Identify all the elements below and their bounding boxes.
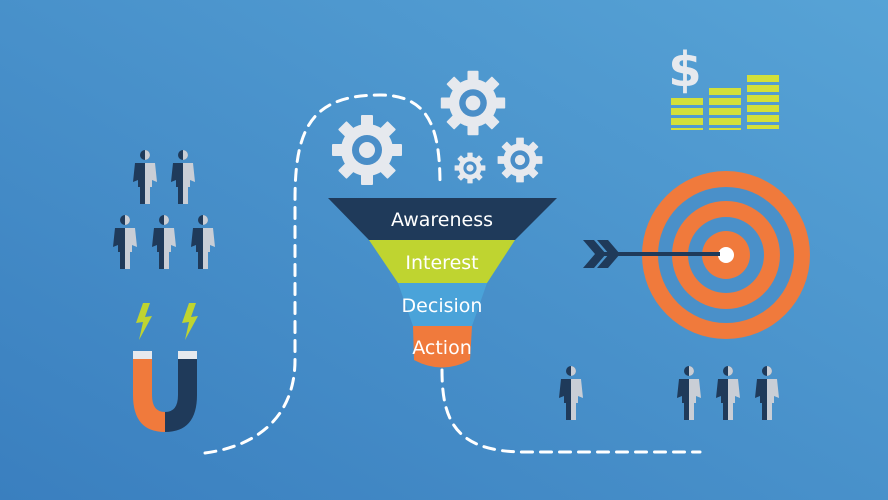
funnel-label-action: Action	[412, 337, 472, 359]
gear-icon	[497, 137, 543, 183]
funnel-stage-awareness	[328, 198, 557, 240]
gear-icon	[440, 70, 506, 136]
magnet-icon	[133, 351, 197, 432]
lightning-icon	[182, 303, 198, 340]
arrow-icon	[583, 240, 720, 268]
funnel-label-interest: Interest	[405, 252, 478, 274]
journey-path-end	[440, 368, 702, 454]
funnel-stage-decision	[398, 283, 487, 326]
gear-icon	[454, 152, 486, 184]
dollar-icon: $	[668, 42, 701, 98]
funnel-label-awareness: Awareness	[391, 209, 493, 231]
target-icon	[642, 171, 810, 339]
funnel-label-decision: Decision	[402, 295, 483, 317]
coin-stack-icon	[709, 88, 741, 130]
journey-path	[203, 93, 442, 455]
coin-stack-icon	[671, 98, 703, 130]
gear-icon	[332, 115, 402, 185]
lightning-icon	[136, 303, 152, 340]
funnel: Awareness Interest Decision Action	[328, 198, 557, 368]
funnel-stage-action	[413, 326, 472, 368]
coin-stack-icon	[747, 75, 779, 129]
funnel-stage-interest	[369, 240, 515, 283]
